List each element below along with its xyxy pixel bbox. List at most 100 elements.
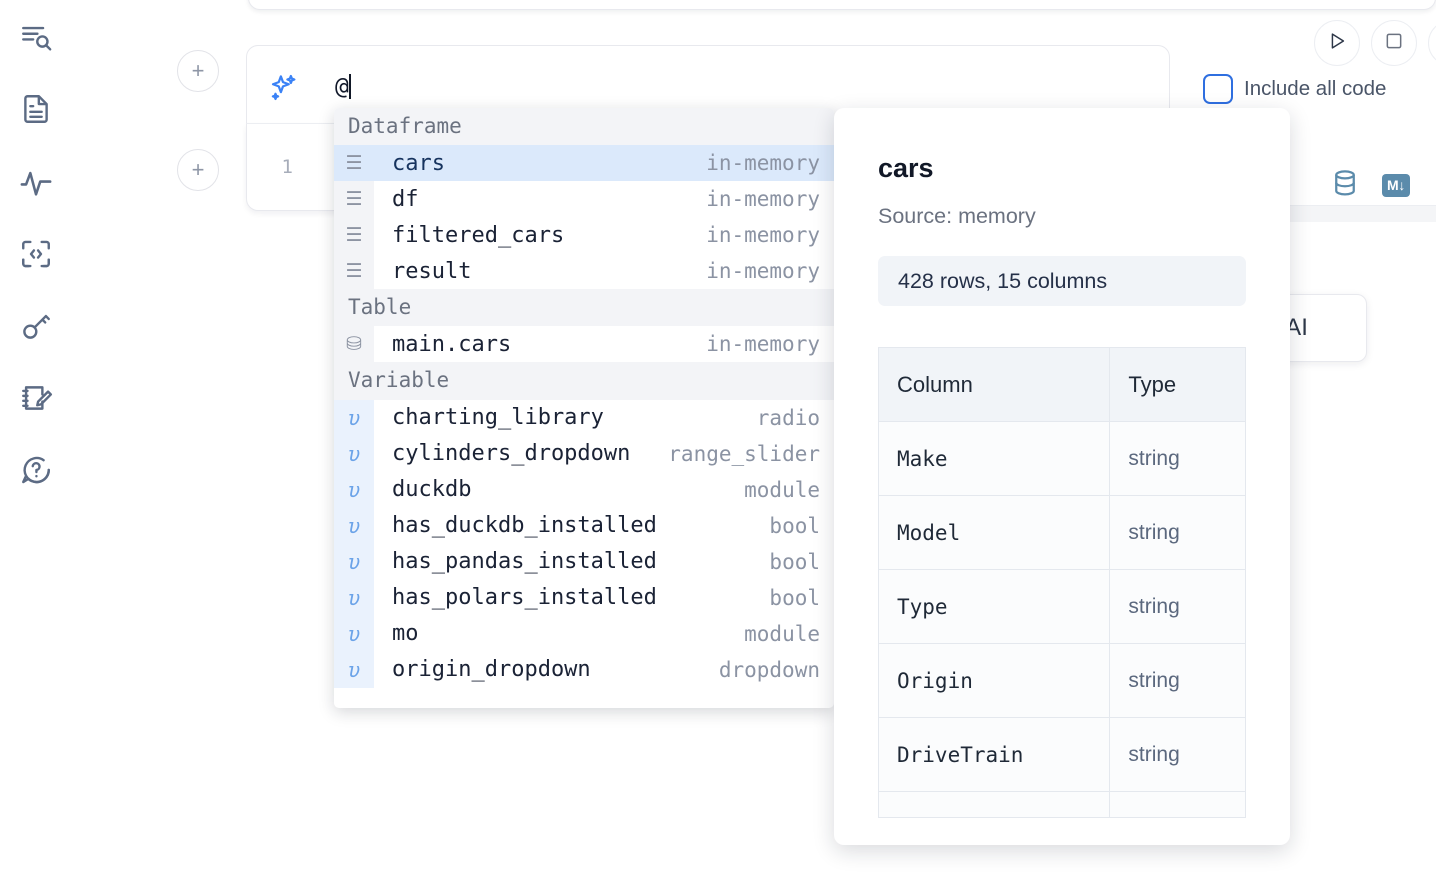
sidebar-item-scratchpad[interactable] [12, 374, 60, 422]
variable-icon: υ [334, 507, 374, 544]
cell-toolbar: M↓ [1330, 168, 1411, 203]
activity-pulse-icon [19, 166, 53, 200]
autocomplete-item-name: main.cars [392, 331, 512, 357]
search-outline-icon [19, 21, 53, 55]
ai-prompt-value: @ [335, 74, 349, 100]
sidebar-item-help[interactable] [12, 446, 60, 494]
sidebar-item-search-outline[interactable] [12, 14, 60, 62]
autocomplete-item-name: mo [392, 621, 419, 647]
sidebar-item-file[interactable] [12, 85, 60, 133]
plus-icon: + [191, 58, 205, 83]
autocomplete-item-type: in-memory [706, 151, 820, 176]
autocomplete-item-name: df [392, 186, 419, 212]
ai-prompt-input[interactable]: @ [335, 74, 352, 100]
autocomplete-item-type: bool [769, 513, 820, 538]
autocomplete-item-name: cars [392, 150, 445, 176]
key-icon [19, 309, 53, 343]
play-icon [1326, 30, 1348, 57]
sidebar-item-activity[interactable] [12, 159, 60, 207]
autocomplete-item-name: has_polars_installed [392, 585, 657, 611]
autocomplete-group-header: Dataframe [334, 108, 834, 146]
schema-column-name: Origin [877, 643, 1111, 718]
file-text-icon [19, 92, 53, 126]
table-icon: ⛁ [334, 326, 374, 363]
schema-column-name [877, 791, 1111, 818]
previous-cell-card [248, 0, 1436, 10]
square-stop-icon [1384, 31, 1404, 56]
autocomplete-item-type: in-memory [706, 259, 820, 284]
autocomplete-group-header: Table [334, 289, 834, 327]
schema-column-name: Type [877, 569, 1111, 644]
dataframe-icon: ☰ [334, 145, 374, 182]
add-cell-button-bottom[interactable]: + [177, 149, 219, 191]
include-all-code-checkbox[interactable] [1203, 74, 1233, 104]
autocomplete-item-name: has_pandas_installed [392, 549, 657, 575]
autocomplete-item-type: range_slider [668, 441, 820, 466]
autocomplete-item-type: in-memory [706, 187, 820, 212]
autocomplete-item[interactable]: ☰ df in-memory [334, 181, 834, 218]
dataframe-icon: ☰ [334, 181, 374, 218]
variable-icon: υ [334, 579, 374, 616]
autocomplete-item-name: has_duckdb_installed [392, 513, 657, 539]
schema-column-type [1109, 791, 1246, 818]
autocomplete-item-name: duckdb [392, 477, 472, 503]
line-number: 1 [281, 156, 293, 178]
sidebar-item-snippets[interactable] [12, 230, 60, 278]
add-cell-button-top[interactable]: + [177, 50, 219, 92]
schema-header-column: Column [877, 347, 1111, 422]
code-brackets-icon [19, 237, 53, 271]
autocomplete-item-type: in-memory [706, 332, 820, 357]
more-actions-button[interactable] [1428, 20, 1436, 66]
variable-icon: υ [334, 615, 374, 652]
variable-icon: υ [334, 435, 374, 472]
run-cell-button[interactable] [1314, 20, 1360, 66]
plus-icon: + [191, 157, 205, 182]
database-icon[interactable] [1330, 168, 1360, 203]
autocomplete-item[interactable]: υ has_duckdb_installed bool [334, 507, 834, 544]
variable-icon: υ [334, 399, 374, 436]
autocomplete-item-type: module [744, 477, 820, 502]
variable-icon: υ [334, 471, 374, 508]
toolbar-divider [1174, 205, 1436, 206]
sidebar-rail [0, 0, 72, 874]
text-caret [349, 74, 352, 99]
sidebar-item-secrets[interactable] [12, 302, 60, 350]
schema-column-name: DriveTrain [877, 717, 1111, 792]
panel-title: cars [878, 153, 934, 183]
variable-icon: υ [334, 651, 374, 688]
autocomplete-item-type: in-memory [706, 223, 820, 248]
include-all-code-control[interactable]: Include all code [1203, 74, 1386, 104]
autocomplete-item-type: module [744, 621, 820, 646]
autocomplete-group-header: Variable [334, 362, 834, 400]
stop-cell-button[interactable] [1371, 20, 1417, 66]
schema-column-type: string [1109, 569, 1246, 644]
schema-header-row: Column Type [877, 347, 1246, 422]
autocomplete-item[interactable]: υ has_polars_installed bool [334, 579, 834, 616]
chat-question-icon [19, 453, 53, 487]
autocomplete-item-name: result [392, 258, 472, 284]
autocomplete-item-name: filtered_cars [392, 222, 565, 248]
panel-shape-badge: 428 rows, 15 columns [878, 256, 1246, 306]
autocomplete-item-type: dropdown [718, 657, 820, 682]
panel-source: Source: memory [878, 204, 1036, 228]
autocomplete-item-type: radio [756, 405, 820, 430]
autocomplete-item-type: bool [769, 585, 820, 610]
schema-header-type: Type [1109, 347, 1246, 422]
autocomplete-item[interactable]: ☰ cars in-memory [334, 145, 834, 182]
markdown-badge[interactable]: M↓ [1382, 174, 1411, 197]
autocomplete-item[interactable]: ⛁ main.cars in-memory [334, 326, 834, 363]
